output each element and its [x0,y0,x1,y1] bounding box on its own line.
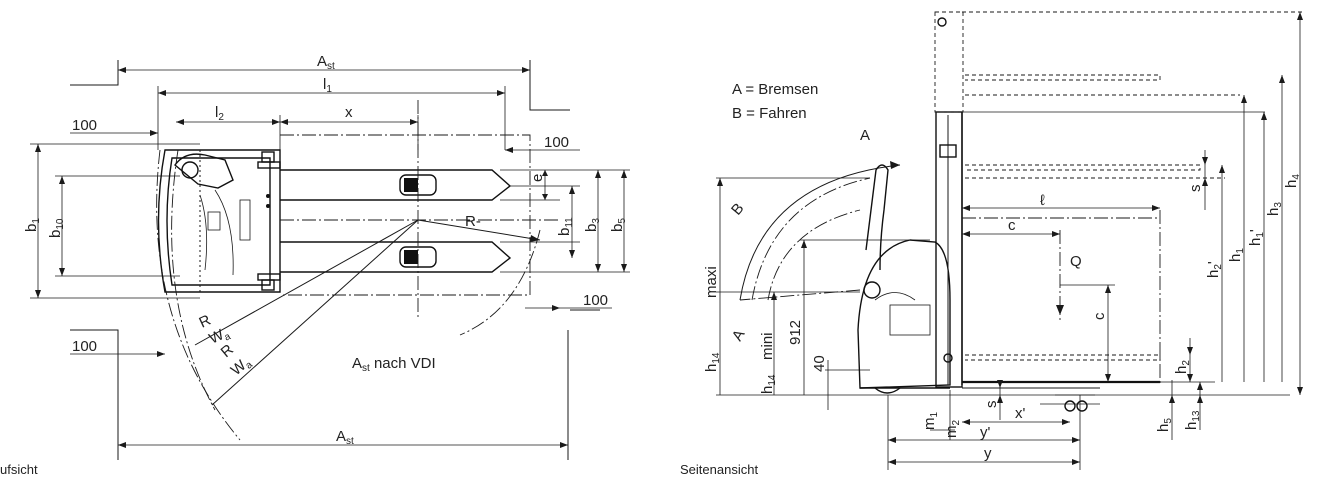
pallet-outline [280,100,560,320]
label-c-side: c [1091,312,1108,320]
label-l2: l2 [215,104,224,123]
dim-right-widths: e b11 b3 b5 [500,169,630,273]
label-maxi: maxi [703,266,720,298]
label-912: 912 [787,320,804,345]
load-dims: ℓ c Q c [962,192,1160,382]
label-s-top: s [1187,185,1204,193]
side-right-dims: s h2' h1 h1' h3 h4 h2 h5 [1150,12,1303,440]
label-r1: R [197,312,214,332]
label-b10: b10 [47,218,66,238]
dim-l1: l1 [157,76,506,150]
turning-radii: R- R Wa R Wa [156,149,541,441]
label-wa2: Wa [228,353,256,381]
label-h2p: h2' [1205,261,1224,278]
label-100-right-top: 100 [544,134,569,151]
label-y: y [984,445,992,462]
label-yp: y' [980,424,991,441]
top-view: Ast l1 l2 x 100 [0,53,630,477]
dim-100-clearances: 100 100 100 100 [70,117,612,357]
label-h1: h1 [1227,248,1246,262]
label-h13: h13 [1183,410,1202,430]
legend-drive: B = Fahren [732,105,807,122]
dim-b1-b10: b1 b10 [23,143,200,299]
wheels-and-ground: s [962,380,1100,420]
label-c-top: c [1008,217,1016,234]
label-100-left-bottom: 100 [72,338,97,355]
side-view-caption: Seitenansicht [680,462,758,477]
label-a-small: A [729,327,749,344]
legend-brake: A = Bremsen [732,81,818,98]
label-x: x [345,104,353,121]
dim-ast-top: Ast [118,53,530,73]
label-100-right-bottom: 100 [583,292,608,309]
label-ell: ℓ [1040,192,1045,209]
dim-l2-x: l2 x [176,104,419,150]
label-b11: b11 [556,217,575,236]
label-b1: b1 [23,218,42,232]
brake-drive-arcs: A B A [728,127,901,344]
label-h2: h2 [1173,360,1192,374]
label-ast-bottom: Ast [336,428,354,447]
label-m1: m1 [921,412,940,431]
fork-positions [961,11,1305,385]
label-b: B [728,200,747,219]
truck-side-view [857,164,953,394]
side-bottom-dims: m1 m2 x' y' y [887,390,1081,470]
label-s-bottom: s [983,401,1000,409]
label-h14b: h14 [759,374,778,394]
truck-top-view [157,149,281,293]
label-r-dash: R- [465,213,481,230]
side-view: A = Bremsen B = Fahren A B A maxi h14 mi… [680,11,1305,477]
dim-ast-bottom: Ast [118,428,568,448]
aisle-note: Ast nach VDI [352,355,436,374]
label-b5: b5 [609,218,628,232]
label-40: 40 [811,355,828,372]
mast [934,11,964,388]
label-mini: mini [759,332,776,360]
label-e: e [529,174,546,182]
label-xp: x' [1015,405,1026,422]
label-ast-top: Ast [317,53,335,72]
top-view-caption: ufsicht [0,462,38,477]
label-h4: h4 [1283,174,1302,188]
label-h1p: h1' [1247,229,1266,246]
label-h3: h3 [1265,202,1284,216]
side-left-dims: maxi h14 mini h14 912 40 [703,177,1290,410]
label-h14: h14 [703,352,722,372]
label-100-left-top: 100 [72,117,97,134]
label-a: A [860,127,870,144]
label-h5: h5 [1155,418,1174,432]
label-m2: m2 [943,420,962,439]
label-q: Q [1070,253,1082,270]
label-b3: b3 [583,218,602,232]
top-view-boundary-lines [70,60,600,460]
label-l1: l1 [323,76,332,95]
